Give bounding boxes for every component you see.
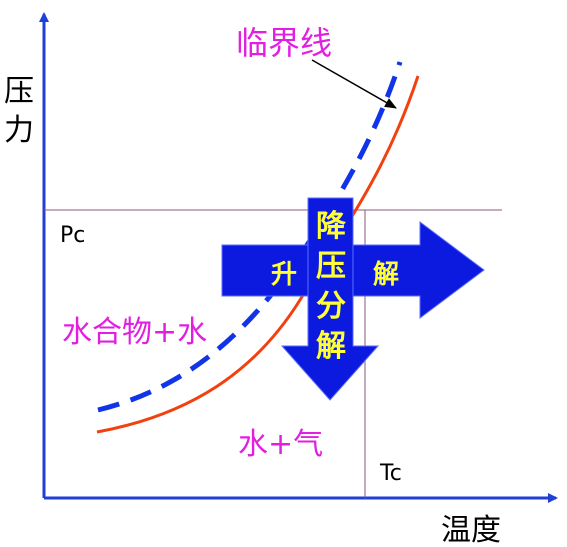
depressurize-char-3: 分 — [316, 289, 346, 324]
depressurize-char-2: 压 — [316, 249, 346, 284]
x-axis-label: 温度 — [441, 513, 501, 547]
tc-label: Tc — [379, 461, 402, 486]
y-axis-label-bottom: 力 — [4, 113, 34, 148]
y-axis-label-top: 压 — [4, 74, 34, 109]
heating-arrow-label-suffix: 解 — [373, 260, 399, 290]
depressurize-char-1: 降 — [316, 209, 347, 244]
region-label-water-gas: 水+气 — [238, 427, 323, 462]
depressurize-arrow — [280, 197, 380, 401]
depressurize-char-4: 解 — [316, 329, 346, 364]
pc-label: Pc — [60, 223, 85, 248]
curve-label-pointer — [311, 59, 397, 109]
heating-arrow-label-prefix: 升 — [271, 260, 297, 290]
region-label-hydrate-water: 水合物+水 — [62, 315, 207, 350]
curve-label: 临界线 — [236, 24, 332, 62]
equilibrium-curve-red — [96, 75, 420, 434]
